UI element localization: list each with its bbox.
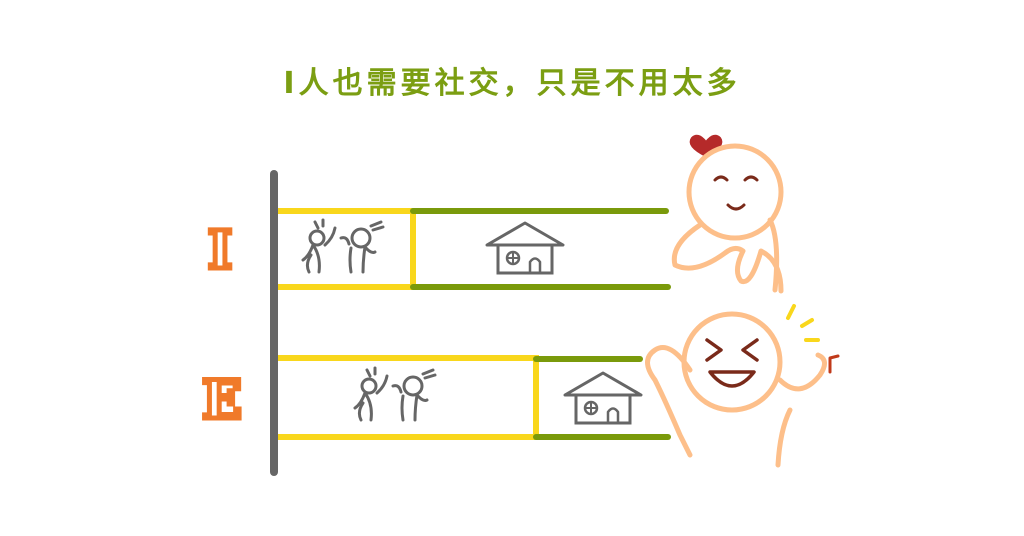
row-label-e: E [202, 370, 242, 431]
row-label-i: I [208, 220, 232, 281]
page-title: I人也需要社交，只是不用太多 [283, 66, 741, 101]
social-box-e [278, 355, 539, 440]
heart-icon [689, 134, 723, 157]
social-box-i [278, 208, 416, 290]
calm-character [671, 134, 784, 294]
people-icon [301, 218, 385, 274]
excited-character [645, 304, 840, 468]
row-extrovert: E [200, 355, 671, 440]
house-icon [485, 221, 565, 275]
sparkle-lines [786, 304, 820, 342]
row-introvert: I [205, 208, 671, 290]
people-icon [353, 366, 437, 422]
house-icon [563, 371, 643, 425]
music-note-icon [828, 354, 840, 374]
